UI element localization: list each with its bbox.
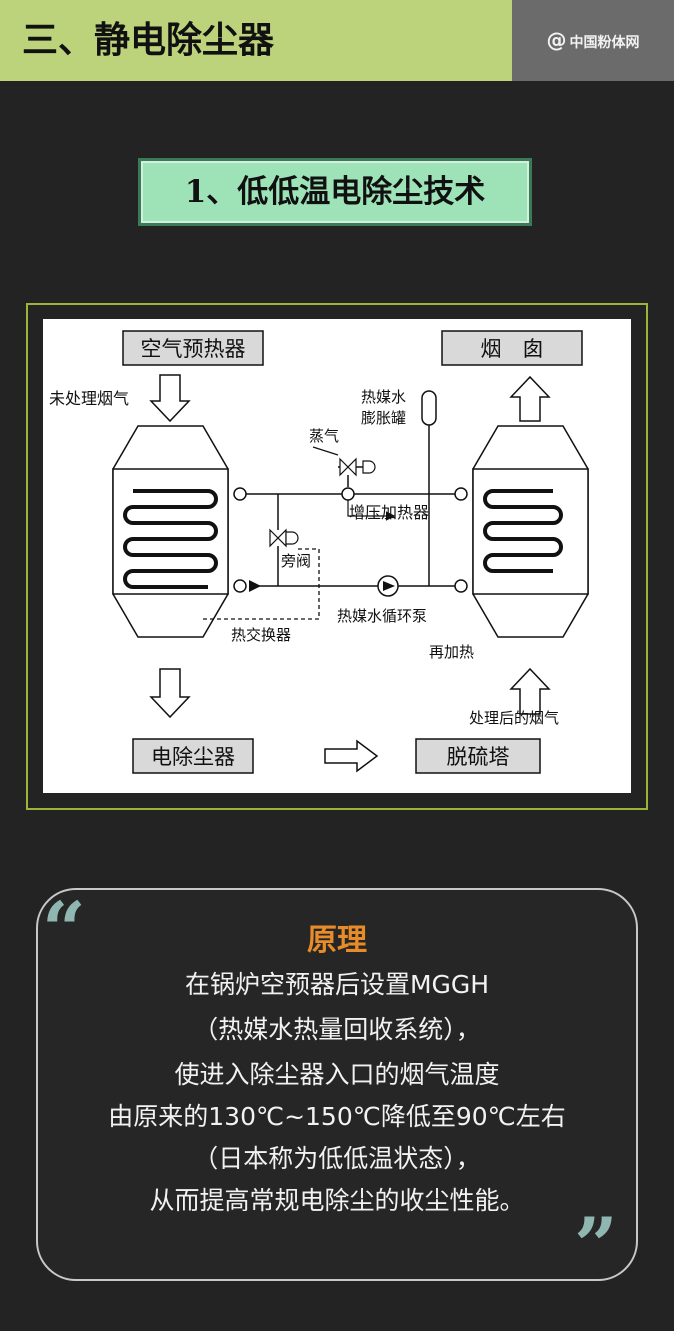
expansion-tank-label: 膨胀罐: [361, 409, 406, 427]
heat-exchanger-core: [112, 468, 229, 595]
flow-right-arrow: [324, 739, 379, 773]
principle-line-3: 使进入除尘器入口的烟气温度: [174, 1060, 500, 1089]
principle-line-2: （热媒水热量回收系统），: [193, 1015, 481, 1044]
bypass-valve-label: 旁阀: [281, 552, 311, 570]
mggh-process-diagram: 空气预热器 烟 囱 未处理烟气 热媒水 膨胀罐 蒸气 增压加热器 旁阀 热媒水循…: [49, 330, 589, 774]
brand: @中国粉体网: [512, 0, 674, 81]
untreated-gas-label: 未处理烟气: [49, 389, 129, 408]
at-icon: @: [546, 28, 567, 52]
untreated-gas-arrow: [149, 374, 191, 423]
heat-exchanger-label: 热交换器: [231, 626, 291, 644]
steam-label: 蒸气: [309, 427, 339, 445]
heat-exchanger-dashed-loop: [203, 548, 320, 620]
steam-actuator-icon: [362, 460, 376, 474]
heat-exchanger-coil: [123, 489, 218, 589]
principle-line-4: 由原来的130℃~150℃降低至90℃左右: [108, 1102, 566, 1131]
chimney-box: [441, 330, 583, 366]
header: 三、静电除尘器 @中国粉体网: [0, 0, 674, 81]
electrostatic-precipitator-label: 电除尘器: [151, 745, 235, 769]
air-preheater-label: 空气预热器: [141, 337, 246, 361]
heat-medium-water-label: 热媒水: [361, 388, 406, 406]
air-preheater-box: [122, 330, 264, 366]
section-title-box: 1、低低温电除尘技术: [138, 158, 532, 226]
principle-line-5: （日本称为低低温状态），: [193, 1144, 481, 1173]
electrostatic-precipitator-box: [132, 738, 254, 774]
desulfurization-tower-box: [415, 738, 541, 774]
principle-panel: [36, 888, 638, 1281]
quote-open-icon: “: [42, 885, 86, 974]
quote-close-icon: ”: [574, 1201, 618, 1290]
reheat-label: 再加热: [429, 643, 474, 661]
treated-gas-label: 处理后的烟气: [469, 709, 559, 727]
diagram-frame: [26, 303, 648, 810]
brand-name: 中国粉体网: [569, 35, 640, 51]
expansion-tank: [421, 390, 437, 426]
page-title: 三、静电除尘器: [0, 0, 512, 81]
desulfurization-tower-label: 脱硫塔: [447, 745, 510, 769]
principle-title: 原理: [307, 923, 367, 958]
booster-heater-label: 增压加热器: [349, 503, 429, 522]
bypass-valve-icon: [269, 528, 287, 548]
booster-heater-node: [341, 487, 355, 501]
precipitator-arrow: [149, 668, 191, 719]
chimney-arrow: [509, 375, 551, 422]
reheater-core: [472, 468, 589, 595]
section-title: 1、低低温电除尘技术: [184, 174, 486, 210]
circulation-pump-label: 热媒水循环泵: [337, 607, 427, 625]
reheater-coil: [483, 489, 563, 573]
chimney-label: 烟 囱: [481, 337, 544, 361]
principle-line-1: 在锅炉空预器后设置MGGH: [184, 970, 490, 999]
treated-gas-arrow: [509, 667, 551, 715]
principle-line-6: 从而提高常规电除尘的收尘性能。: [149, 1186, 525, 1215]
steam-valve-icon: [339, 457, 357, 477]
